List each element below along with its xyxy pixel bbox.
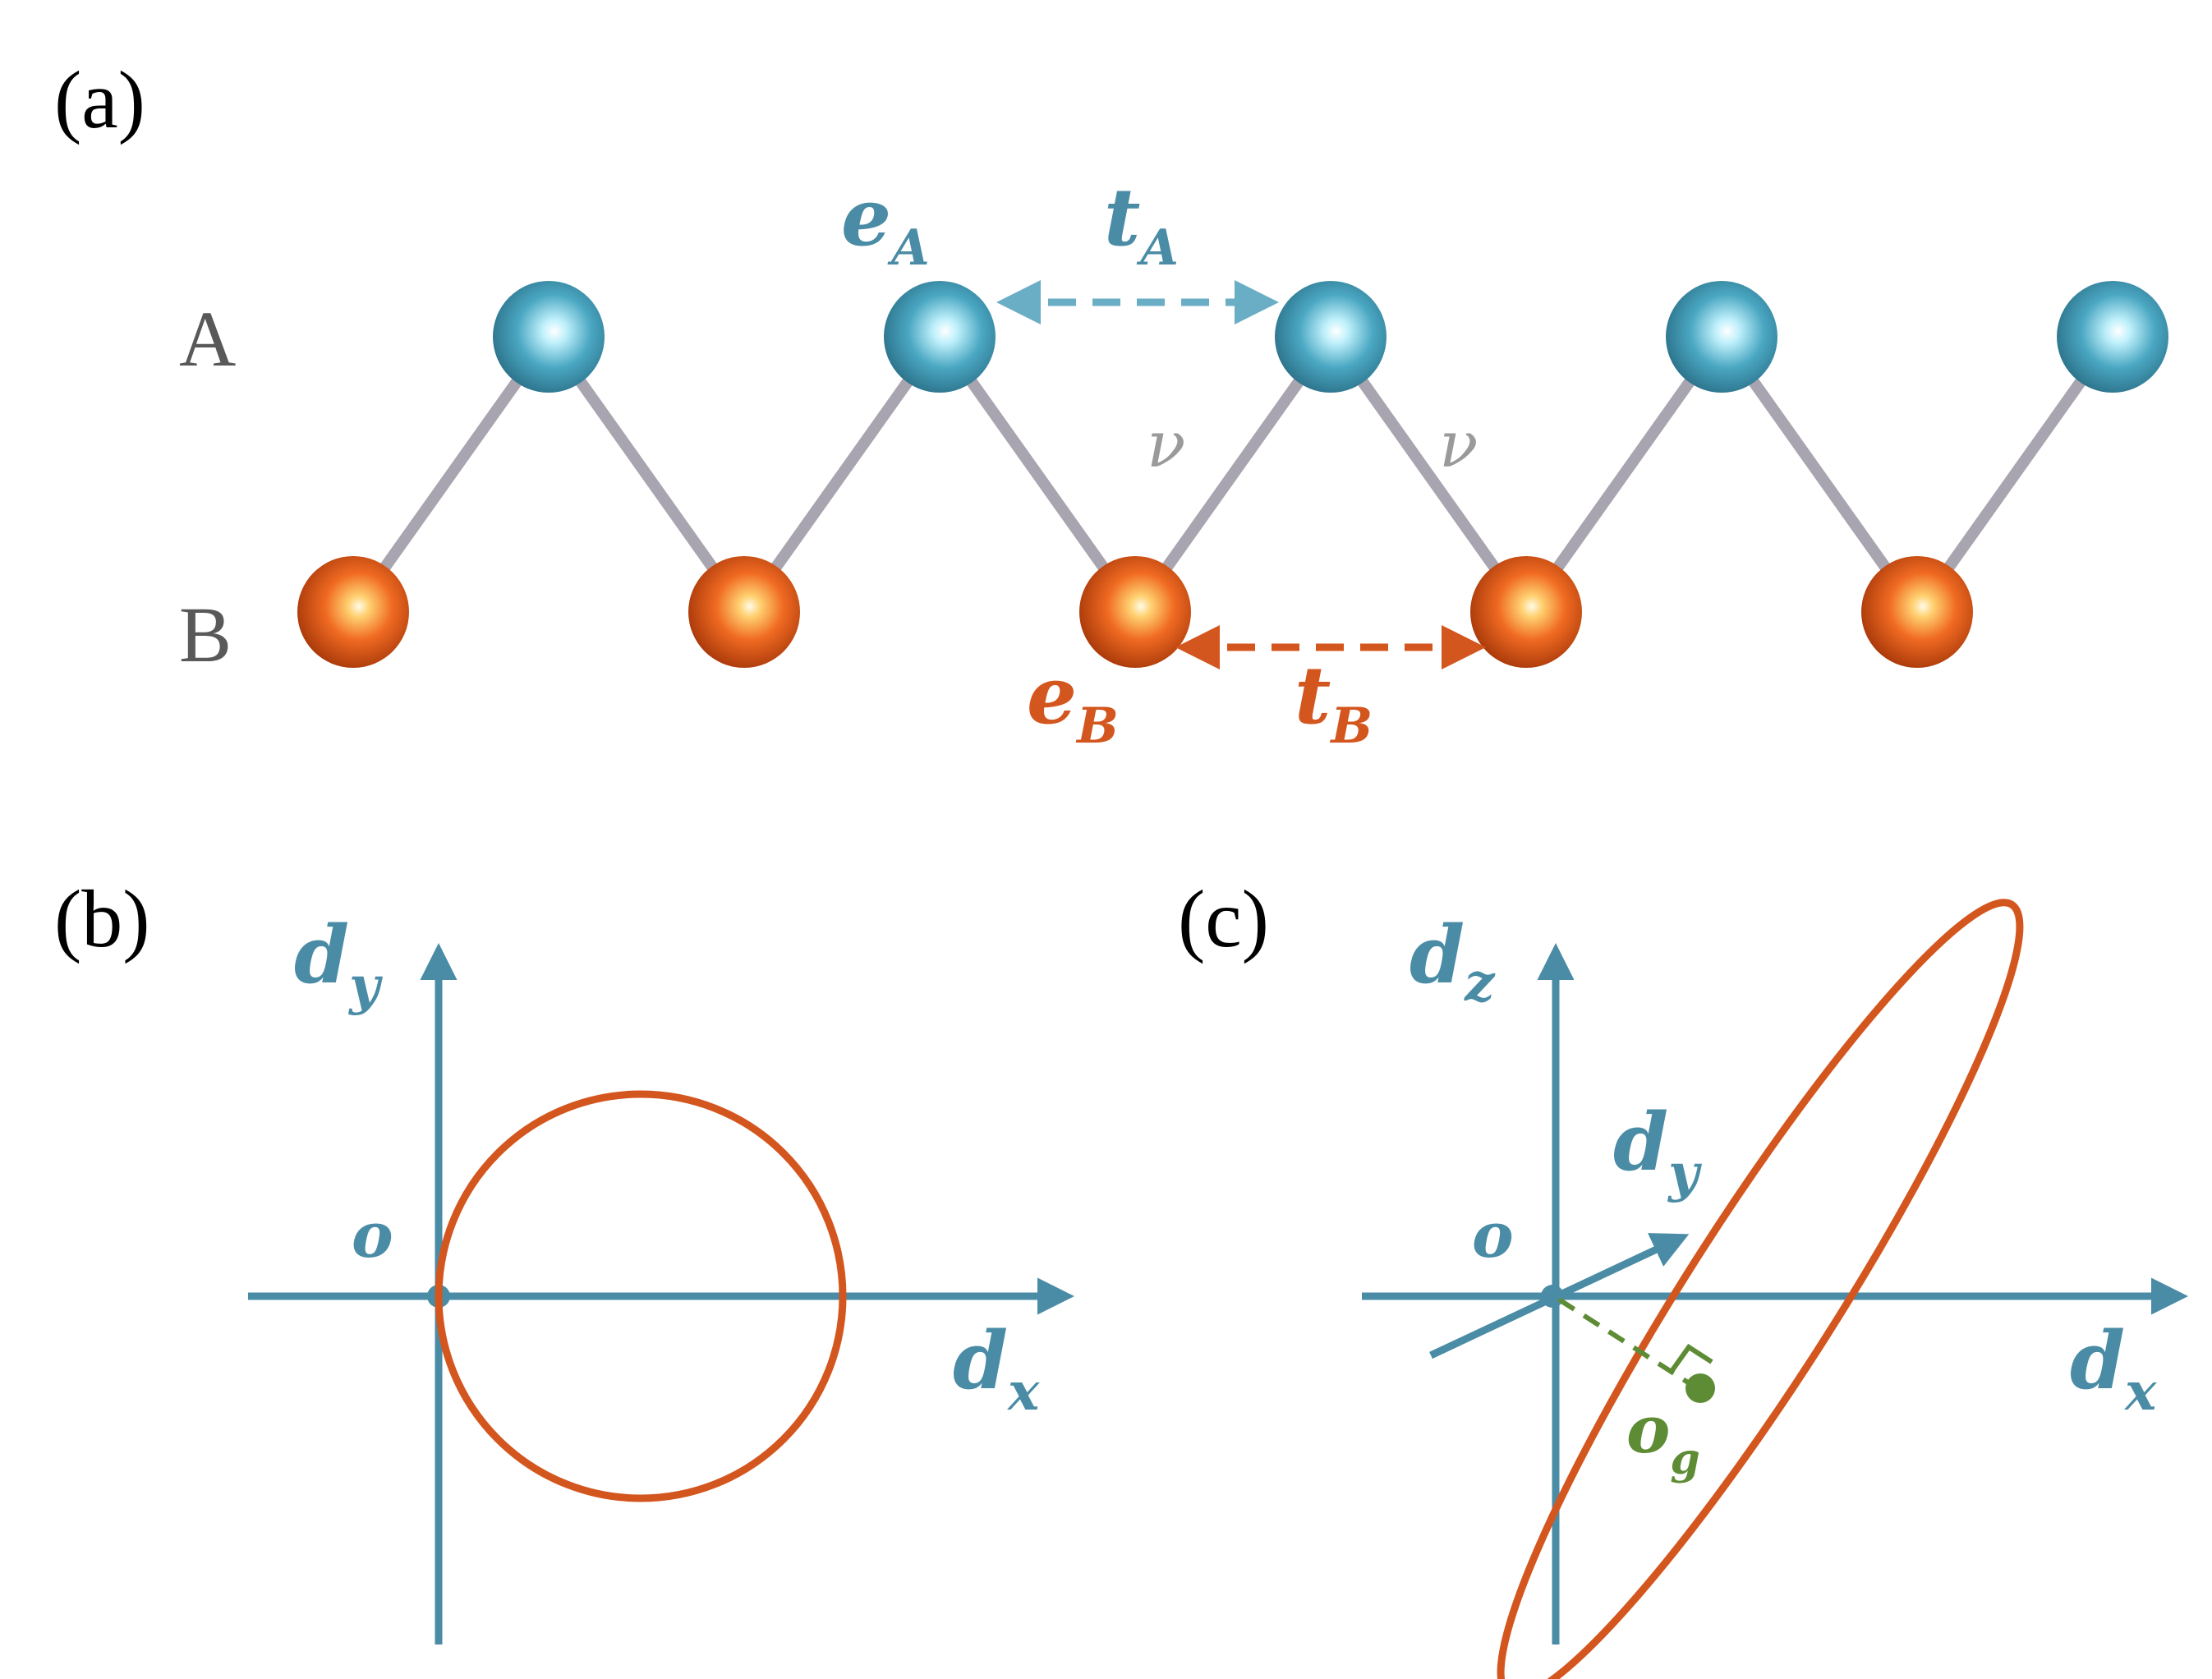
hop-a-label: tA <box>1104 171 1179 277</box>
panel-c-z-axis-label: dz <box>1410 908 1496 1014</box>
atom-b <box>688 556 800 668</box>
panel-b-circle <box>435 1090 847 1502</box>
atom-a <box>884 281 996 393</box>
bond <box>1129 331 1336 618</box>
bond <box>1325 331 1532 618</box>
panel-c-x-axis-label: dx <box>2070 1314 2157 1423</box>
bond <box>934 331 1141 618</box>
sites-a <box>493 281 2168 393</box>
bond <box>1520 331 1727 618</box>
panel-c-center-marker <box>1557 1297 1715 1403</box>
bonds <box>347 331 2118 618</box>
atom-a <box>493 281 605 393</box>
panel-c-label: (c) <box>1178 873 1269 964</box>
atom-b <box>1079 556 1191 668</box>
panel-b-axes <box>248 943 1074 1644</box>
onsite-a-label: eA <box>841 171 930 277</box>
panel-b-y-axis-label: dy <box>294 908 383 1017</box>
row-a-label: A <box>179 295 236 383</box>
bond <box>1911 331 2118 618</box>
panel-b-label: (b) <box>54 873 150 964</box>
inter-hop-label-1: ν <box>1147 408 1185 482</box>
panel-c-y-axis-label: dy <box>1613 1096 1702 1204</box>
atom-b <box>1861 556 1973 668</box>
bond <box>738 331 945 618</box>
atom-b <box>297 556 409 668</box>
inter-hop-label-2: ν <box>1439 408 1478 482</box>
hop-b-label: tB <box>1295 649 1373 755</box>
atom-a <box>1666 281 1777 393</box>
panel-b-x-axis-label: dx <box>953 1314 1040 1423</box>
atom-b <box>1470 556 1582 668</box>
bond <box>1716 331 1923 618</box>
sites-b <box>297 556 1973 668</box>
bond <box>543 331 750 618</box>
atom-a <box>2057 281 2168 393</box>
panel-c-center-dot <box>1685 1373 1715 1403</box>
panel-b-origin-label: o <box>352 1198 393 1272</box>
panel-c-origin-dot <box>1541 1285 1564 1308</box>
panel-c-ellipse <box>1497 899 2024 1679</box>
onsite-b-label: eB <box>1027 649 1119 755</box>
panel-c-origin-label: o <box>1472 1198 1514 1272</box>
bond <box>347 331 554 618</box>
atom-a <box>1275 281 1387 393</box>
right-angle-icon <box>1670 1343 1713 1372</box>
panel-a-label: (a) <box>54 54 145 145</box>
row-b-label: B <box>179 591 232 678</box>
panel-c-axes <box>1362 943 2188 1644</box>
panel-c-center-label: og <box>1626 1391 1700 1484</box>
